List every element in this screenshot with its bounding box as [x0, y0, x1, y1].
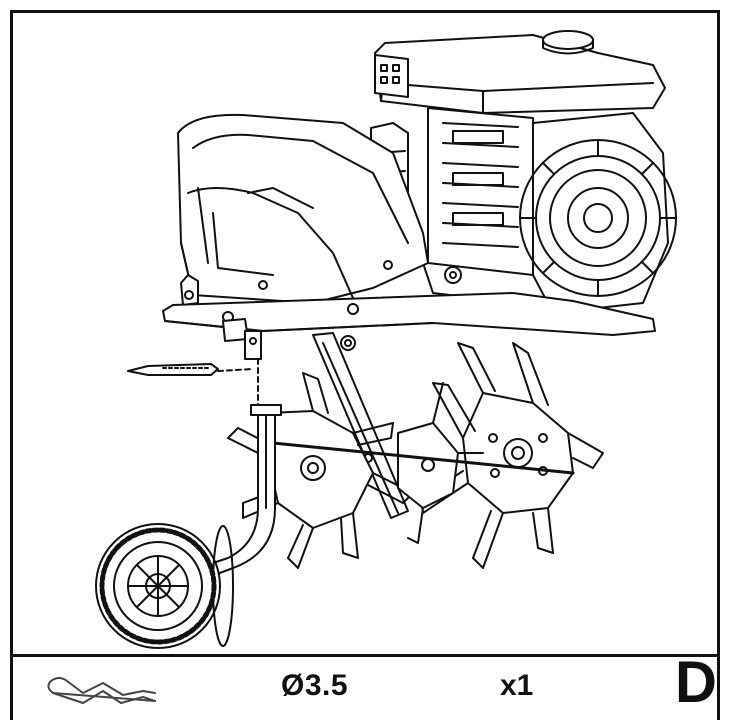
tine-shield: [177, 113, 429, 306]
frame-plate: [162, 292, 656, 360]
footer-divider: [10, 654, 720, 657]
parts-footer: Ø3.5 x1 D: [13, 650, 717, 720]
step-letter: D: [675, 650, 717, 715]
tiller-illustration: [95, 30, 677, 649]
step-frame: [10, 10, 720, 720]
engine: [370, 30, 677, 314]
pin-insertion-guide: [127, 358, 259, 406]
pin-diameter-label: Ø3.5: [281, 669, 349, 702]
transport-wheel: [95, 404, 282, 649]
tiller-tines: [227, 342, 604, 569]
hairpin-cotter-pin-icon: [47, 677, 156, 704]
pin-quantity-label: x1: [500, 669, 534, 702]
